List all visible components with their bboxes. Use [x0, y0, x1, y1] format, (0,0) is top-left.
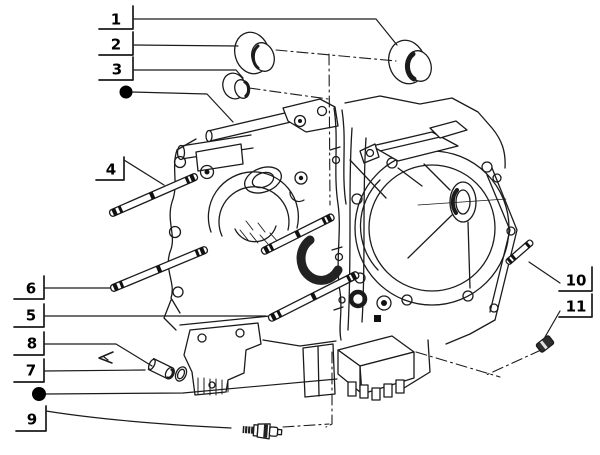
stud-part-10	[505, 239, 534, 265]
filled-dot-bottom	[32, 387, 46, 401]
callout-6-bracket	[13, 275, 45, 300]
callout-label-5: 5	[25, 306, 37, 325]
leader-line-4	[123, 159, 165, 186]
callout-label-8: 8	[26, 334, 38, 353]
callout-10-bracket	[558, 266, 593, 292]
callout-label-3: 3	[111, 60, 123, 79]
callout-11-bracket	[558, 293, 593, 318]
leader-line-8	[43, 343, 153, 367]
stud-part-5	[267, 271, 360, 322]
callout-1-bracket	[98, 5, 134, 30]
callout-label-11: 11	[565, 297, 587, 316]
crankcase-center-seam	[329, 107, 347, 341]
callout-4-bracket	[95, 156, 125, 181]
leader-line-1	[132, 18, 398, 46]
stud-part-6	[109, 246, 209, 292]
sensor-part-9	[242, 423, 283, 440]
roller-bearing-dark-crescent	[296, 235, 343, 285]
axis-cylinder-vertical-bottom	[325, 351, 333, 428]
leader-line-dot-top	[131, 91, 234, 123]
axis-bushing-3	[248, 87, 329, 100]
axis-sump-diagonal	[415, 351, 501, 378]
o-ring-part-8	[174, 366, 188, 382]
callout-label-10: 10	[565, 271, 587, 290]
leader-line-3	[132, 69, 244, 79]
filled-dot-top	[119, 85, 133, 99]
axis-sensor	[282, 423, 330, 428]
plug-part-11	[535, 335, 555, 353]
bushing-part-2-right	[388, 39, 432, 85]
callout-7-bracket	[13, 358, 45, 383]
callout-label-6: 6	[25, 279, 37, 298]
callout-9-bracket	[15, 405, 47, 432]
dark-bearing-ring	[348, 289, 368, 309]
leader-line-2	[132, 44, 239, 47]
callout-label-9: 9	[26, 410, 38, 429]
chamber-hatching	[239, 220, 279, 245]
crankcase-right-half	[262, 95, 518, 401]
callout-2-bracket	[98, 31, 134, 56]
callout-label-2: 2	[110, 35, 122, 54]
stud-upper-middle	[260, 213, 335, 255]
leader-line-dot-bottom	[45, 378, 338, 395]
axis-plug-11	[483, 349, 542, 377]
leader-lines	[43, 18, 561, 429]
callout-8-bracket	[13, 331, 45, 356]
leader-line-10	[528, 261, 561, 284]
axis-bushings-horizontal	[275, 49, 397, 62]
leader-line-11	[544, 310, 561, 338]
callout-5-bracket	[13, 303, 45, 328]
callout-label-4: 4	[105, 160, 117, 179]
sump-fins-right	[347, 379, 405, 401]
callout-brackets	[13, 5, 593, 432]
leader-line-7	[43, 369, 146, 372]
callout-3-bracket	[98, 56, 134, 81]
dowel-pin-part-7	[147, 357, 175, 380]
stud-part-4	[108, 173, 199, 217]
assembly-direction-arrow	[98, 351, 114, 364]
callout-label-1: 1	[110, 10, 122, 29]
bushing-part-2-left	[234, 31, 275, 75]
leader-line-9	[45, 410, 232, 429]
axis-cylinder-vertical-top	[328, 53, 331, 206]
center-axis-lines	[248, 49, 542, 428]
bushing-part-3	[222, 72, 251, 100]
crankcase-left-half	[163, 98, 339, 396]
callout-label-7: 7	[25, 361, 37, 380]
